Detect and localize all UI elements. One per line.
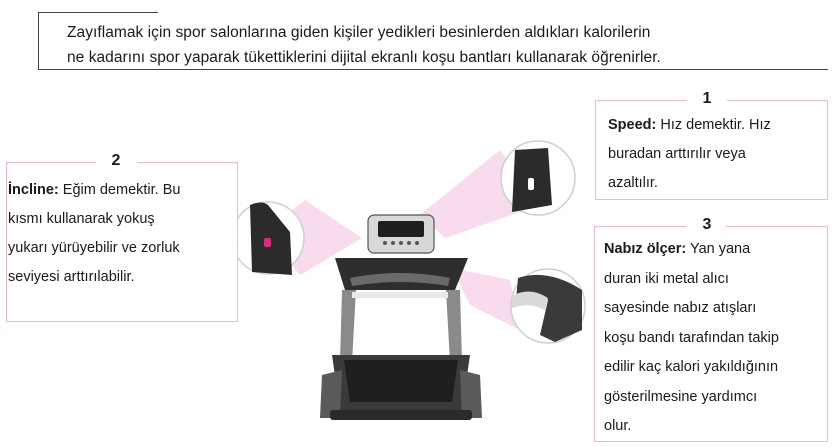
pulse-line-2: duran iki metal alıcı: [604, 270, 729, 287]
pulse-line-4: koşu bandı tarafından takip: [604, 329, 779, 346]
incline-line-1: Eğim demektir. Bu: [62, 182, 181, 198]
pulse-zoom-circle: [510, 268, 586, 344]
speed-zoom-circle: [500, 140, 576, 216]
incline-zoom-circle: [231, 201, 305, 275]
pulse-line-1: Yan yana: [689, 241, 751, 257]
pulse-term: Nabız ölçer:: [604, 241, 687, 257]
speed-line-1: Hız demektir. Hız: [660, 117, 771, 133]
incline-term: İncline:: [8, 182, 59, 198]
incline-callout-number: 2: [111, 152, 121, 169]
intro-frame: [38, 12, 828, 70]
pulse-line-6: gösterilmesine yardımcı: [604, 388, 758, 405]
incline-button-icon: [264, 238, 271, 247]
pulse-line-7: olur.: [604, 418, 632, 434]
speed-callout-text: Speed: Hız demektir. Hız buradan arttırı…: [608, 111, 823, 198]
speed-callout-top-right: [727, 100, 828, 101]
incline-callout: [6, 162, 238, 322]
incline-callout-top-right: [137, 162, 238, 163]
pulse-beam: [452, 268, 520, 330]
intro-line-2: ne kadarını spor yaparak tükettiklerini …: [67, 49, 661, 66]
pulse-callout: [594, 226, 828, 442]
intro-text: Zayıflamak için spor salonlarına giden k…: [67, 20, 827, 70]
pulse-callout-text: Nabız ölçer: Yan yana duran iki metal al…: [604, 235, 826, 442]
incline-line-3: yukarı yürüyebilir ve zorluk: [8, 240, 180, 256]
speed-button-icon: [528, 178, 534, 190]
speed-callout-top-left: [595, 100, 687, 101]
incline-line-2: kısmı kullanarak yokuş: [8, 211, 155, 227]
speed-term: Speed:: [608, 117, 657, 133]
intro-line-1: Zayıflamak için spor salonlarına giden k…: [67, 24, 651, 41]
incline-line-4: seviyesi arttırılabilir.: [8, 269, 135, 285]
speed-callout: [595, 100, 828, 200]
treadmill: [320, 214, 482, 420]
pulse-callout-top-left: [594, 226, 686, 227]
pulse-callout-number: 3: [702, 216, 712, 233]
speed-line-2: buradan arttırılır veya: [608, 146, 746, 162]
intro-frame-top: [38, 12, 158, 13]
pulse-callout-top-right: [726, 226, 828, 227]
pulse-line-5: edilir kaç kalori yakıldığının: [604, 359, 779, 375]
pulse-line-3: sayesinde nabız atışları: [604, 300, 757, 316]
speed-callout-number: 1: [702, 90, 712, 107]
incline-callout-top-left: [6, 162, 96, 163]
speed-line-3: azaltılır.: [608, 175, 658, 191]
incline-callout-text: İncline: Eğim demektir. Bu kısmı kullana…: [8, 176, 236, 292]
